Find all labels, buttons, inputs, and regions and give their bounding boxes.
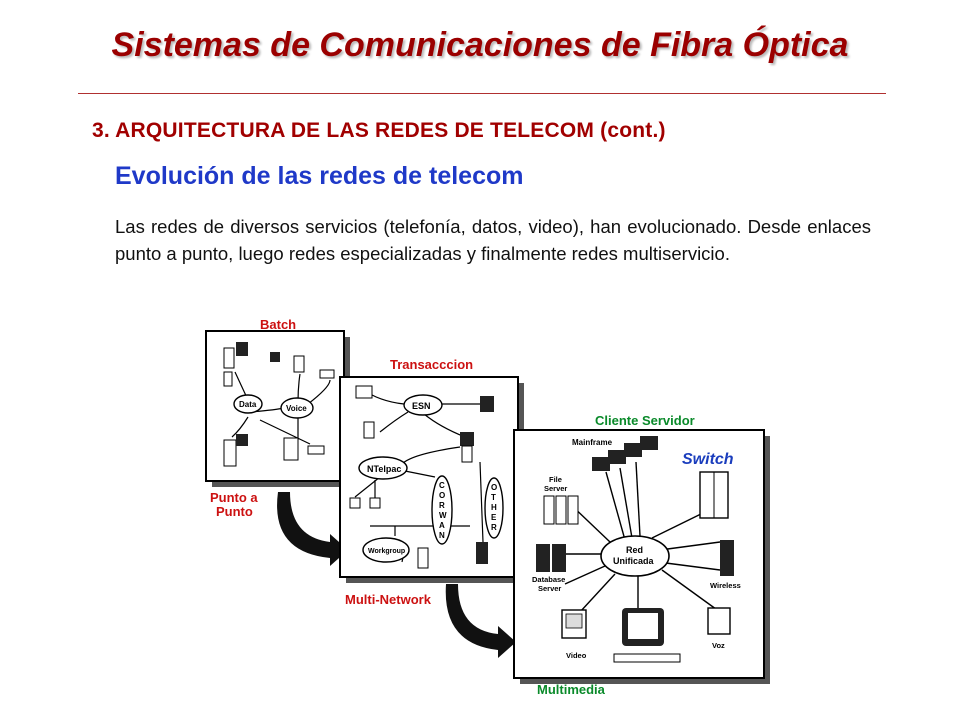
stage-label-batch: Batch: [260, 317, 296, 332]
data-label: Data: [239, 400, 257, 409]
corwan-node: [431, 475, 453, 545]
esn-node: [403, 394, 443, 416]
mainframe-label: Mainframe: [572, 438, 613, 447]
voz-label: Voz: [712, 641, 725, 650]
terminal-device: [270, 352, 280, 362]
esn-label: ESN: [412, 401, 431, 411]
file-server-icon: [555, 495, 567, 525]
voice-phone-icon: [707, 607, 731, 635]
file-server-label-2: Server: [544, 484, 567, 493]
other-letter: O: [491, 483, 497, 492]
corwan-letter: C: [439, 481, 445, 490]
terminal-device: [349, 497, 361, 509]
ntelpac-label: NTelpac: [367, 464, 401, 474]
video-label: Video: [566, 651, 587, 660]
phone-device: [307, 445, 325, 455]
stage-label-transaccion: Transacccion: [390, 357, 473, 372]
panel-batch: Data Voice: [205, 330, 350, 487]
stage-label-punto-a-punto-2: Punto: [216, 504, 253, 519]
network-evolution-diagram: Batch Transacccion Cliente Servidor Data…: [205, 317, 770, 697]
title-divider: [78, 93, 886, 94]
panel-cliente-servidor: Mainframe Switch File Server Red Unifica…: [513, 429, 770, 684]
section-heading: 3. ARQUITECTURA DE LAS REDES DE TELECOM …: [92, 119, 666, 142]
data-network-node: [233, 394, 263, 414]
corwan-letter: O: [439, 491, 445, 500]
evolution-arrow-2: [445, 584, 516, 658]
other-letter: H: [491, 503, 497, 512]
workgroup-node: [362, 537, 410, 563]
database-server-label-1: Database: [532, 575, 565, 584]
red-unificada-label-1: Red: [626, 545, 643, 555]
stage-label-multimedia: Multimedia: [537, 682, 606, 697]
subheading: Evolución de las redes de telecom: [115, 162, 524, 190]
database-server-label-2: Server: [538, 584, 561, 593]
phone-device: [319, 369, 335, 379]
voice-network-node: [280, 397, 314, 419]
slide-title: Sistemas de Comunicaciones de Fibra Ópti…: [111, 26, 849, 64]
ntelpac-node: [358, 456, 408, 480]
file-server-icon: [543, 495, 555, 525]
terminal-device: [460, 432, 474, 446]
other-letter: R: [491, 523, 497, 532]
wireless-label: Wireless: [710, 581, 741, 590]
database-server-icon: [536, 544, 550, 572]
voice-label: Voice: [286, 404, 307, 413]
stage-label-cliente-servidor: Cliente Servidor: [595, 413, 695, 428]
server-device: [461, 445, 473, 463]
database-server-icon: [552, 544, 566, 572]
other-letter: E: [491, 513, 497, 522]
wireless-phone-icon: [720, 540, 734, 576]
terminal-device: [480, 396, 494, 412]
stage-label-multi-network: Multi-Network: [345, 592, 432, 607]
other-node: [484, 477, 504, 539]
red-unificada-label-2: Unificada: [613, 556, 655, 566]
workgroup-label: Workgroup: [368, 548, 405, 555]
red-unificada-node: [600, 535, 670, 577]
file-server-label-1: File: [549, 475, 562, 484]
terminal-device: [236, 434, 248, 446]
terminal-device: [236, 342, 248, 356]
switch-label: Switch: [682, 451, 734, 468]
server-device: [283, 437, 299, 461]
server-device: [223, 371, 233, 387]
mainframe-icon: [592, 436, 658, 471]
phone-device: [223, 347, 235, 369]
keyboard-icon: [613, 653, 681, 663]
server-device: [417, 547, 429, 569]
server-device: [363, 421, 375, 439]
stage-label-punto-a-punto-1: Punto a: [210, 490, 258, 505]
server-device: [223, 439, 237, 467]
corwan-letter: A: [439, 521, 445, 530]
computer-device: [355, 385, 373, 399]
file-server-icon: [567, 495, 579, 525]
other-letter: T: [491, 493, 496, 502]
terminal-device: [476, 542, 488, 564]
evolution-arrow-1: [277, 492, 348, 566]
server-device: [293, 355, 305, 373]
terminal-device: [369, 497, 381, 509]
corwan-letter: N: [439, 531, 445, 540]
corwan-letter: W: [439, 511, 447, 520]
corwan-letter: R: [439, 501, 445, 510]
body-paragraph: Las redes de diversos servicios (telefon…: [115, 216, 871, 264]
panel-cliente-servidor-links: [564, 461, 721, 613]
